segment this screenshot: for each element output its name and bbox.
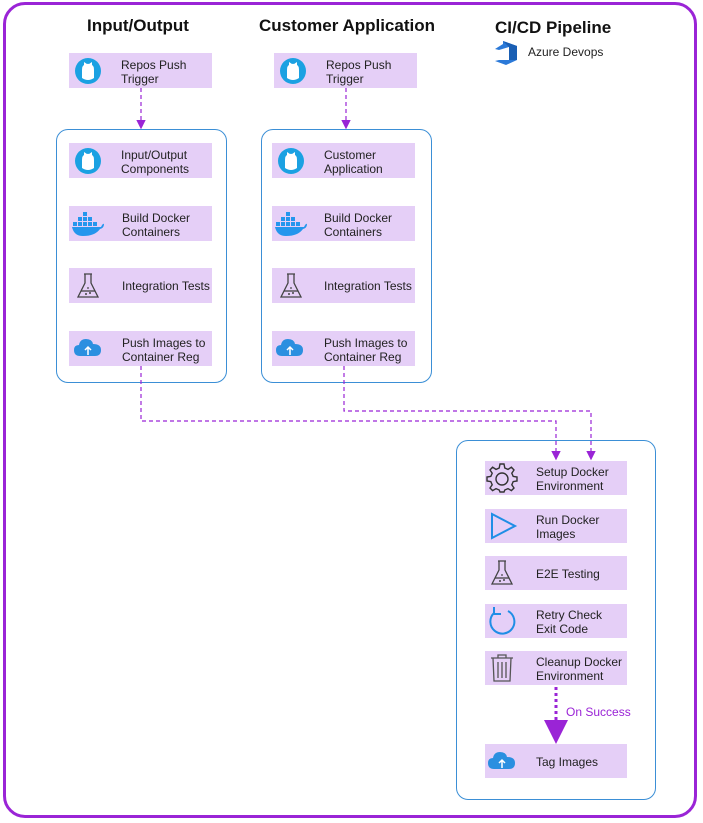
io-integration-tests-step: Integration Tests (69, 268, 212, 303)
gear-icon (486, 462, 518, 494)
github-icon (279, 57, 307, 85)
customer-integration-tests-step: Integration Tests (272, 268, 415, 303)
io-build-docker-step: Build Docker Containers (69, 206, 212, 241)
cicd-column-title: CI/CD Pipeline (495, 18, 612, 37)
customer-build-docker-step: Build Docker Containers (272, 206, 415, 241)
flask-icon (488, 558, 516, 588)
io-repos-push-trigger: Repos Push Trigger (69, 53, 212, 88)
refresh-icon (486, 605, 518, 637)
azure-devops-icon (495, 41, 517, 65)
trash-icon (489, 653, 515, 683)
node-label: Repos Push Trigger (326, 58, 392, 86)
cloud-upload-icon (73, 336, 103, 360)
customer-push-images-step: Push Images to Container Reg (272, 331, 415, 366)
flask-icon (277, 271, 305, 301)
e2e-testing-step: E2E Testing (485, 556, 627, 590)
cleanup-docker-environment-step: Cleanup Docker Environment (485, 651, 627, 685)
customer-repos-push-trigger: Repos Push Trigger (274, 53, 417, 88)
setup-docker-environment-step: Setup Docker Environment (485, 461, 627, 495)
node-label: E2E Testing (536, 567, 600, 581)
github-icon (74, 57, 102, 85)
node-label: Push Images to Container Reg (122, 336, 206, 364)
github-icon (277, 147, 305, 175)
io-push-images-step: Push Images to Container Reg (69, 331, 212, 366)
io-column-title: Input/Output (87, 16, 189, 35)
docker-icon (274, 211, 308, 237)
node-label: Tag Images (536, 755, 599, 769)
node-label: Customer Application (324, 148, 383, 176)
retry-check-exit-code-step: Retry Check Exit Code (485, 604, 627, 638)
node-label: Input/Output Components (121, 148, 190, 176)
cloud-upload-icon (275, 336, 305, 360)
node-label: Integration Tests (324, 279, 412, 293)
play-icon (488, 511, 518, 541)
run-docker-images-step: Run Docker Images (485, 509, 627, 543)
node-label: Run Docker Images (536, 513, 600, 541)
node-label: Push Images to Container Reg (324, 336, 408, 364)
node-label: Integration Tests (122, 279, 210, 293)
docker-icon (71, 211, 105, 237)
node-label: Repos Push Trigger (121, 58, 187, 86)
customer-application-step: Customer Application (272, 143, 415, 178)
node-label: Retry Check Exit Code (536, 608, 603, 636)
cloud-upload-icon (487, 749, 517, 773)
node-label: Cleanup Docker Environment (536, 655, 623, 683)
io-components-step: Input/Output Components (69, 143, 212, 178)
flask-icon (74, 271, 102, 301)
diagram-frame (3, 2, 697, 818)
azure-devops-label: Azure Devops (528, 45, 604, 59)
node-label: Setup Docker Environment (536, 465, 609, 493)
tag-images-step: Tag Images (485, 744, 627, 778)
node-label: Build Docker Containers (122, 211, 191, 239)
github-icon (74, 147, 102, 175)
node-label: Build Docker Containers (324, 211, 393, 239)
customer-column-title: Customer Application (259, 16, 435, 35)
on-success-label: On Success (566, 705, 631, 719)
